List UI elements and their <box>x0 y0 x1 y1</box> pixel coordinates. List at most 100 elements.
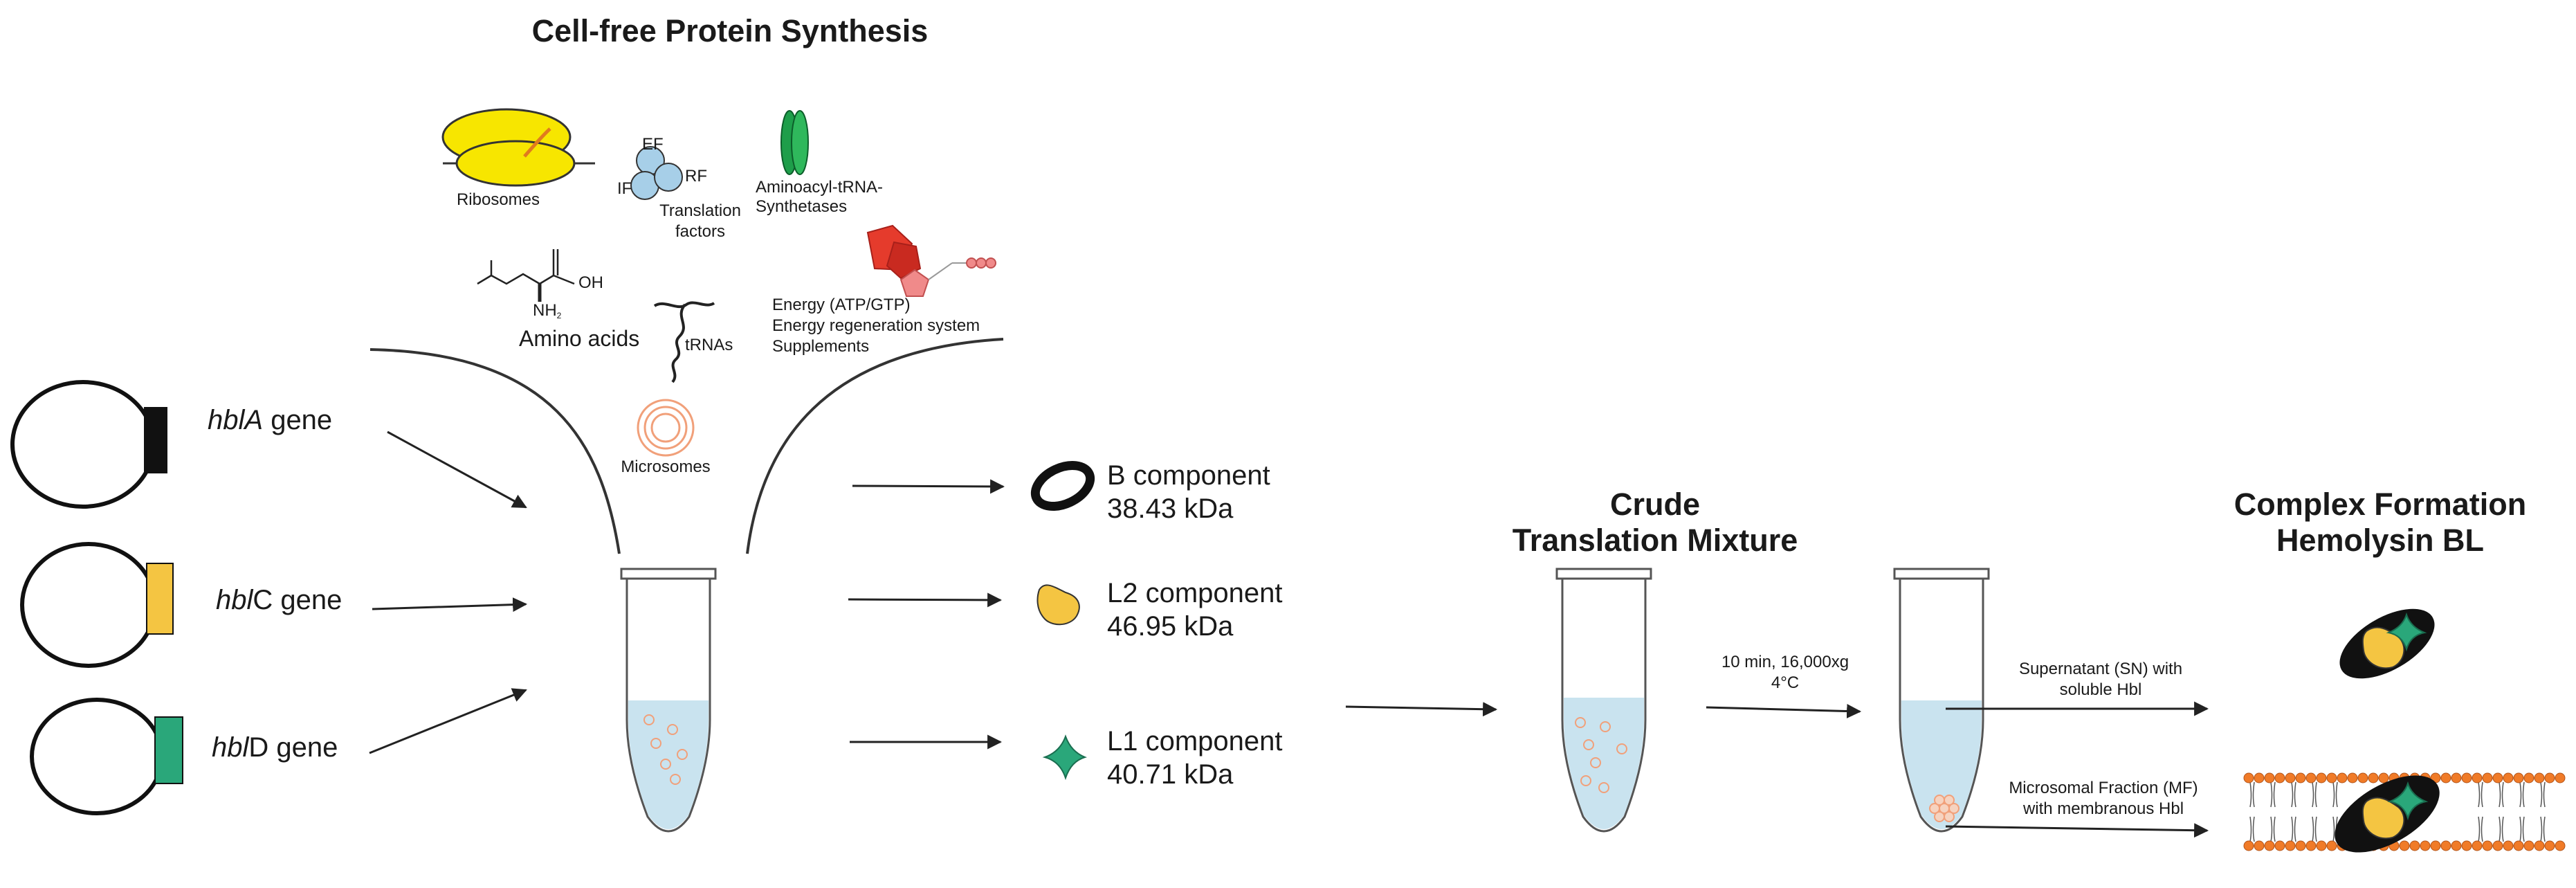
lipid-head <box>2254 772 2265 783</box>
supernatant-label-line2: soluble Hbl <box>2060 680 2142 699</box>
lipid-head <box>2243 840 2254 851</box>
hbla-gene-label: hblA gene <box>208 405 332 435</box>
lipid-head <box>2472 772 2483 783</box>
lipid-head <box>2274 772 2285 783</box>
lipid-head <box>2254 840 2265 851</box>
lipid-head <box>2513 772 2524 783</box>
hbld-gene-label: hblD gene <box>212 732 338 763</box>
translation-factors-label-2: factors <box>675 222 725 241</box>
lipid-head <box>2482 840 2493 851</box>
l2-component-mass: 46.95 kDa <box>1107 611 1234 642</box>
lipid-head <box>2316 840 2327 851</box>
lipid-head <box>2492 840 2503 851</box>
translation-factors-label-1: Translation <box>659 201 741 220</box>
lipid-head <box>2503 840 2514 851</box>
energy-label-1: Energy (ATP/GTP) <box>772 296 911 314</box>
microsomes-label: Microsomes <box>621 457 710 476</box>
arrow-centrifugation <box>1706 703 1862 718</box>
synthetase-icon <box>780 110 809 175</box>
lipid-head <box>2440 772 2451 783</box>
lipid-head <box>2482 772 2493 783</box>
energy-label-3: Supplements <box>772 337 869 356</box>
complex-title-line1: Complex Formation <box>2234 487 2527 522</box>
lipid-head <box>2264 772 2275 783</box>
funnel-left-curve <box>369 348 621 554</box>
soluble-hbl-complex-icon <box>2339 608 2435 679</box>
complex-title-line2: Hemolysin BL <box>2276 523 2484 558</box>
lipid-head <box>2409 840 2420 851</box>
plasmid-hbld <box>30 698 183 815</box>
arrow-microsomal-fraction <box>1945 823 2209 838</box>
crude-mixture-tube <box>1555 568 1652 833</box>
lipid-head <box>2523 772 2534 783</box>
lipid-head <box>2420 840 2431 851</box>
lipid-head <box>2555 772 2566 783</box>
lipid-head <box>2461 840 2472 851</box>
lipid-head <box>2243 772 2254 783</box>
lipid-head <box>2492 772 2503 783</box>
lipid-head <box>2274 840 2285 851</box>
arrow-hblc-to-tube <box>372 597 528 613</box>
lipid-head <box>2316 772 2327 783</box>
l2-component-icon <box>1036 584 1080 626</box>
oh-label: OH <box>578 273 603 292</box>
centrifugation-condition-line2: 4°C <box>1771 673 1799 692</box>
microsome-icon <box>637 399 695 457</box>
hbld-gene-insert <box>154 716 183 784</box>
nh2-label: NH2 <box>533 301 562 320</box>
lipid-head <box>2534 772 2545 783</box>
lipid-head <box>2347 772 2358 783</box>
lipid-head <box>2523 840 2534 851</box>
lipid-head <box>2461 772 2472 783</box>
lipid-head <box>2378 772 2389 783</box>
microsomal-fraction-label-line1: Microsomal Fraction (MF) <box>2009 779 2198 797</box>
lipid-head <box>2326 840 2337 851</box>
hblc-gene-insert <box>146 563 174 635</box>
lipid-head <box>2295 772 2306 783</box>
lipid-head <box>2285 772 2296 783</box>
l1-component-icon <box>1042 734 1088 781</box>
ef-label: EF <box>642 135 664 154</box>
cell-free-synthesis-title: Cell-free Protein Synthesis <box>532 13 929 48</box>
lipid-head <box>2430 840 2441 851</box>
rf-label: RF <box>685 167 707 185</box>
lipid-head <box>2534 840 2545 851</box>
crude-title-line2: Translation Mixture <box>1513 523 1798 558</box>
trna-icon <box>653 301 715 383</box>
l1-component-mass: 40.71 kDa <box>1107 759 1234 790</box>
microsomal-fraction-label-line2: with membranous Hbl <box>2022 799 2184 818</box>
lipid-head <box>2305 772 2317 783</box>
lipid-head <box>2295 840 2306 851</box>
lipid-head <box>2472 840 2483 851</box>
lipid-head <box>2544 772 2555 783</box>
arrow-hbld-to-tube <box>369 688 527 754</box>
energy-molecule-icon <box>866 224 996 297</box>
arrow-to-l2-component <box>848 592 1003 608</box>
centrifuged-tube <box>1893 568 1990 833</box>
trnas-label: tRNAs <box>685 336 733 354</box>
lipid-head <box>2544 840 2555 851</box>
membranous-hbl-complex-icon <box>2335 775 2440 853</box>
plasmid-hbla <box>10 380 167 509</box>
if-label: IF <box>617 179 632 198</box>
lipid-head <box>2285 840 2296 851</box>
l1-component-name: L1 component <box>1107 726 1283 756</box>
arrow-to-b-component <box>852 479 1005 494</box>
lipid-head <box>2337 772 2348 783</box>
energy-label-2: Energy regeneration system <box>772 316 980 335</box>
plasmid-hblc <box>20 542 174 668</box>
aminoacyl-trna-label-2: Synthetases <box>756 197 847 216</box>
lipid-head <box>2555 840 2566 851</box>
arrow-to-crude-mixture <box>1345 702 1498 717</box>
reaction-tube <box>620 568 717 833</box>
crude-title-line1: Crude <box>1610 487 1700 522</box>
supernatant-label-line1: Supernatant (SN) with <box>2019 660 2182 678</box>
lipid-head <box>2503 772 2514 783</box>
lipid-head <box>2264 840 2275 851</box>
b-component-mass: 38.43 kDa <box>1107 493 1234 524</box>
aminoacyl-trna-label-1: Aminoacyl-tRNA- <box>756 178 883 197</box>
l2-component-name: L2 component <box>1107 578 1283 608</box>
translation-factors-icon <box>630 146 683 200</box>
lipid-head <box>2451 840 2462 851</box>
